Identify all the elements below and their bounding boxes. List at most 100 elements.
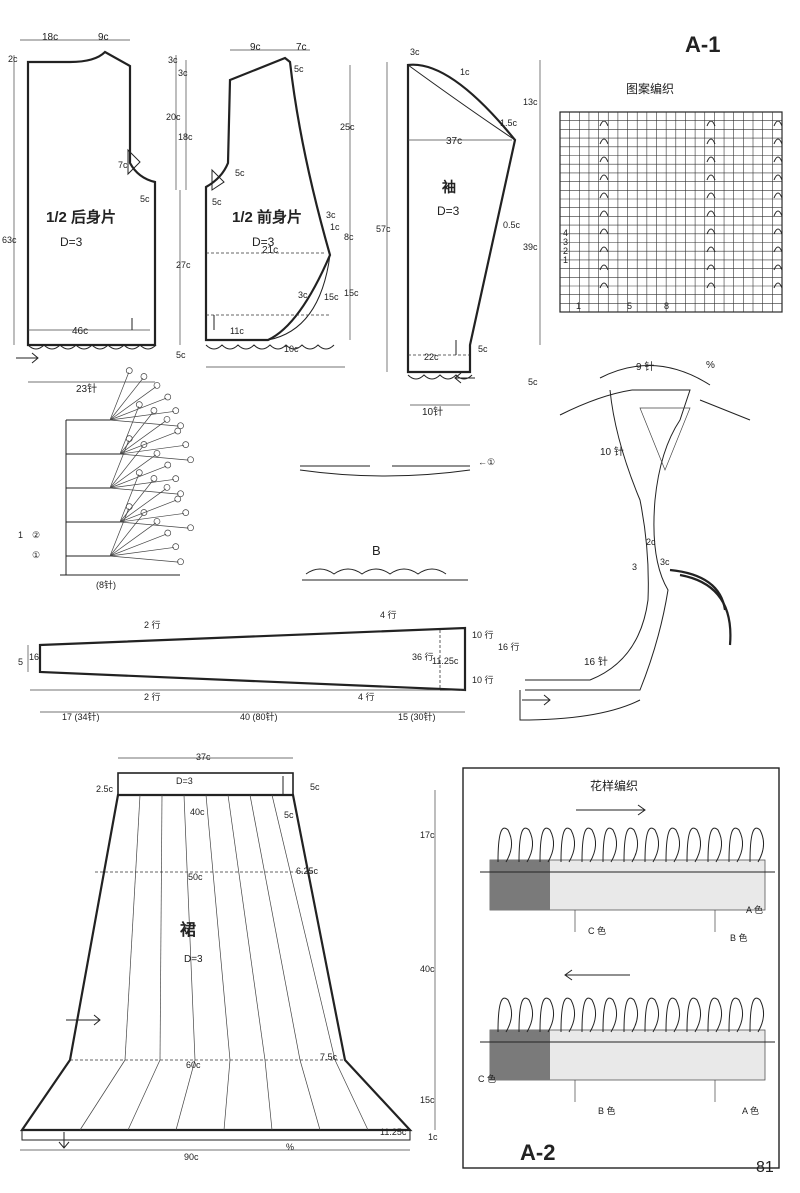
stitch-pattern-frame bbox=[462, 767, 780, 1169]
crochet-stitch bbox=[109, 440, 130, 489]
back-piece-diagram: 18c 9c 2c 63c 7c 5c 1/2 后身片 D=3 46c 23针 bbox=[2, 32, 157, 395]
band-label-f: 11.25c bbox=[432, 656, 459, 666]
cable-motif bbox=[773, 192, 783, 199]
color-label-a-bottom: A 色 bbox=[742, 1105, 759, 1116]
back-needle-size: D=3 bbox=[60, 235, 83, 249]
skirt-dim-m: 15c bbox=[420, 1095, 435, 1105]
sleeve-dim-i: 22c bbox=[424, 352, 439, 362]
color-label-c-top: C 色 bbox=[588, 925, 606, 936]
cable-motif bbox=[599, 120, 609, 127]
crochet-stitch bbox=[109, 555, 179, 563]
cable-motif bbox=[706, 174, 716, 181]
crochet-picot bbox=[153, 382, 161, 389]
skirt-flare-line bbox=[175, 1059, 196, 1131]
collar-label-percent: % bbox=[706, 360, 715, 371]
front-dim-c: 3c bbox=[178, 68, 188, 78]
skirt-panel-line bbox=[205, 794, 231, 1061]
front-dim-e: 18c bbox=[178, 132, 193, 142]
swatch-loop bbox=[749, 827, 764, 863]
swatch-loop bbox=[623, 827, 638, 863]
skirt-panel-line bbox=[227, 794, 266, 1061]
back-dim-width: 46c bbox=[72, 326, 88, 337]
sleeve-title: 袖 bbox=[442, 179, 456, 195]
back-dim-armhole: 7c bbox=[118, 160, 128, 170]
skirt-flare-line bbox=[334, 1059, 369, 1131]
crochet-stitch bbox=[109, 446, 144, 489]
sleeve-needle-size: D=3 bbox=[437, 204, 460, 218]
cable-motif bbox=[599, 246, 609, 253]
swatch-bottom bbox=[480, 997, 775, 1102]
crochet-picot bbox=[182, 509, 190, 516]
swatch-loop bbox=[539, 827, 554, 863]
crochet-stitch bbox=[119, 521, 189, 529]
band-diagram: 2 行 4 行 10 行 16 行 36 行 11.25c 10 行 5 16 … bbox=[18, 609, 520, 722]
crochet-stitch bbox=[109, 547, 174, 557]
crochet-stitch bbox=[119, 406, 140, 455]
crochet-stitch bbox=[109, 514, 144, 557]
skirt-flare-line bbox=[223, 1059, 231, 1131]
cable-motif bbox=[773, 246, 783, 253]
skirt-dim-d: 2.5c bbox=[96, 784, 114, 794]
swatch-loop bbox=[707, 827, 722, 863]
cable-motif bbox=[706, 264, 716, 271]
collar-label-10st: 10 针 bbox=[600, 445, 624, 458]
sleeve-dim-a: 3c bbox=[410, 47, 420, 57]
front-dim-n: 3c bbox=[298, 290, 308, 300]
swatch-loop bbox=[623, 997, 638, 1033]
crochet-stitch bbox=[109, 454, 156, 489]
band-label-b: 4 行 bbox=[380, 609, 397, 620]
skirt-title: 裙 bbox=[180, 920, 196, 939]
band-outline bbox=[38, 626, 467, 692]
front-dim-s: 5c bbox=[176, 350, 186, 360]
collar-label-2c: 2c bbox=[646, 537, 656, 547]
swatch-loop bbox=[602, 997, 617, 1033]
color-label-a-top: A 色 bbox=[746, 904, 763, 915]
crochet-picot bbox=[140, 509, 148, 516]
front-piece-title: 1/2 前身片 bbox=[232, 208, 302, 226]
crochet-picot bbox=[125, 435, 133, 442]
color-label-c-bottom: C 色 bbox=[478, 1073, 496, 1084]
back-dim-shoulder: 18c bbox=[42, 32, 58, 43]
crochet-stitch bbox=[119, 431, 177, 455]
skirt-outline bbox=[19, 793, 413, 1132]
crochet-picot bbox=[163, 416, 171, 423]
crochet-stitch bbox=[119, 474, 140, 523]
col-label-5: 5 bbox=[627, 301, 632, 311]
skirt-dim-a: 37c bbox=[196, 752, 211, 762]
crochet-picot bbox=[150, 407, 158, 414]
sleeve-dim-e: 37c bbox=[446, 136, 462, 147]
swatch-dark-area bbox=[490, 1030, 550, 1080]
crochet-stitch bbox=[119, 488, 166, 523]
cable-motif bbox=[599, 138, 609, 145]
crochet-picot bbox=[174, 495, 182, 503]
cable-motif bbox=[599, 210, 609, 217]
crochet-picot bbox=[125, 367, 133, 374]
crochet-picot bbox=[177, 558, 184, 566]
skirt-dim-n: 11.25c bbox=[380, 1127, 407, 1137]
band-label-j: 2 行 bbox=[144, 691, 161, 702]
swatch-loop bbox=[728, 827, 743, 863]
front-dim-m: 8c bbox=[344, 232, 354, 242]
back-dim-top: 2c bbox=[8, 54, 18, 64]
crochet-picot bbox=[172, 543, 180, 550]
back-dim-neck: 9c bbox=[98, 32, 109, 43]
sleeve-dim-h: 39c bbox=[523, 242, 538, 252]
stitch-pattern-box: 花样编织 A 色 C 色 B 色 C 色 B 色 A 色 bbox=[462, 767, 780, 1169]
swatch-loop bbox=[707, 997, 722, 1033]
swatch-loop bbox=[497, 827, 512, 863]
crochet-picot bbox=[164, 393, 172, 401]
row-label-4: 4 bbox=[563, 228, 568, 238]
swatch-loop bbox=[560, 827, 575, 863]
crochet-stitch bbox=[109, 479, 174, 489]
cable-motif bbox=[706, 192, 716, 199]
skirt-flare-line bbox=[299, 1059, 321, 1131]
crochet-picot bbox=[172, 475, 180, 482]
band-label-d: 16 行 bbox=[498, 641, 520, 652]
swatch-loop bbox=[644, 827, 659, 863]
skirt-dim-k: 60c bbox=[186, 1060, 201, 1070]
sleeve-dim-k: 5c bbox=[528, 377, 538, 387]
skirt-panel-line bbox=[159, 794, 163, 1061]
cable-motif bbox=[599, 156, 609, 163]
cable-motif bbox=[773, 282, 783, 289]
